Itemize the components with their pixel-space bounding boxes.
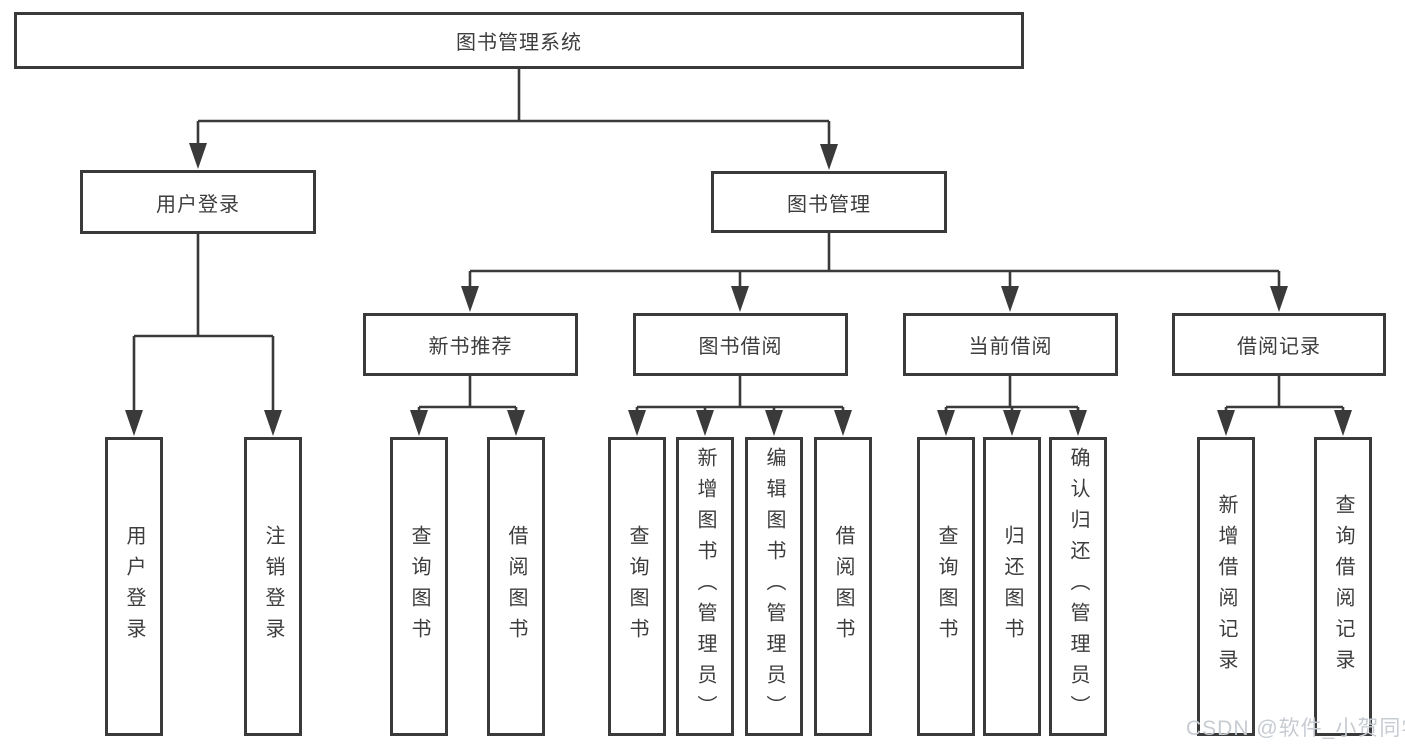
leaf-query-books-2: 查询图书: [608, 437, 666, 736]
arrow-down-icon: [410, 410, 428, 436]
node-label: 查询借阅记录: [1332, 493, 1354, 680]
arrow-down-icon: [765, 410, 783, 436]
node-book-borrowing: 图书借阅: [633, 313, 848, 376]
arrow-down-icon: [937, 410, 955, 436]
node-label: 新增图书（管理员）: [694, 447, 716, 726]
leaf-user-login: 用户登录: [105, 437, 163, 736]
node-user-login-branch: 用户登录: [80, 170, 316, 234]
arrow-down-icon: [628, 410, 646, 436]
node-label: 新书推荐: [428, 336, 513, 358]
leaf-query-books-1: 查询图书: [390, 437, 448, 736]
leaf-logout: 注销登录: [244, 437, 302, 736]
arrow-down-icon: [1001, 286, 1019, 312]
arrow-down-icon: [731, 286, 749, 312]
node-label: 确认归还（管理员）: [1067, 447, 1089, 726]
arrow-down-icon: [1069, 410, 1087, 436]
node-label: 编辑图书（管理员）: [763, 447, 785, 726]
leaf-query-books-3: 查询图书: [917, 437, 975, 736]
node-label: 归还图书: [1001, 524, 1023, 649]
arrow-down-icon: [264, 410, 282, 436]
node-label: 用户登录: [156, 193, 240, 216]
arrow-down-icon: [1003, 410, 1021, 436]
arrow-down-icon: [1217, 410, 1235, 436]
node-label: 查询图书: [408, 524, 430, 649]
node-label: 当前借阅: [968, 336, 1053, 358]
arrow-down-icon: [125, 410, 143, 436]
connector-newbooks-to-leaves: [417, 376, 518, 413]
node-label: 用户登录: [123, 524, 145, 649]
arrow-down-icon: [1334, 410, 1352, 436]
leaf-edit-book-admin: 编辑图书（管理员）: [745, 437, 803, 736]
leaf-borrow-books-2: 借阅图书: [814, 437, 872, 736]
connector-current-to-leaves: [944, 376, 1080, 413]
arrow-down-icon: [696, 410, 714, 436]
node-label: 图书管理系统: [456, 32, 582, 54]
leaf-add-borrow-record: 新增借阅记录: [1197, 437, 1255, 736]
arrow-down-icon: [461, 286, 479, 312]
leaf-add-book-admin: 新增图书（管理员）: [676, 437, 734, 736]
arrowheads: [125, 143, 1352, 436]
node-label: 查询图书: [935, 524, 957, 649]
arrow-down-icon: [1270, 286, 1288, 312]
node-label: 新增借阅记录: [1215, 493, 1237, 680]
leaf-return-book: 归还图书: [983, 437, 1041, 736]
node-label: 借阅记录: [1237, 336, 1321, 358]
node-book-management-branch: 图书管理: [711, 171, 947, 233]
connector-bookmgmt-to-level3: [468, 233, 1281, 289]
node-new-book-recommend: 新书推荐: [363, 313, 578, 376]
node-current-borrowing: 当前借阅: [903, 313, 1118, 376]
leaf-query-borrow-record: 查询借阅记录: [1314, 437, 1372, 736]
node-label: 借阅图书: [505, 524, 527, 649]
leaf-borrow-books-1: 借阅图书: [487, 437, 545, 736]
node-borrowing-records: 借阅记录: [1172, 313, 1386, 376]
connector-borrow-to-leaves: [635, 376, 845, 413]
csdn-watermark: CSDN @软件_小贺同学: [1186, 717, 1405, 740]
connector-records-to-leaves: [1224, 376, 1345, 413]
node-label: 图书管理: [787, 193, 871, 216]
node-label: 借阅图书: [832, 524, 854, 649]
node-root-system: 图书管理系统: [14, 12, 1024, 69]
arrow-down-icon: [834, 410, 852, 436]
connector-root-to-level2: [196, 69, 831, 148]
node-label: 注销登录: [262, 524, 284, 649]
leaf-confirm-return-admin: 确认归还（管理员）: [1049, 437, 1107, 736]
node-label: 图书借阅: [698, 336, 783, 358]
arrow-down-icon: [189, 143, 207, 169]
arrow-down-icon: [820, 144, 838, 170]
arrow-down-icon: [507, 410, 525, 436]
connector-userlogin-to-leaves: [132, 234, 275, 413]
node-label: 查询图书: [626, 524, 648, 649]
